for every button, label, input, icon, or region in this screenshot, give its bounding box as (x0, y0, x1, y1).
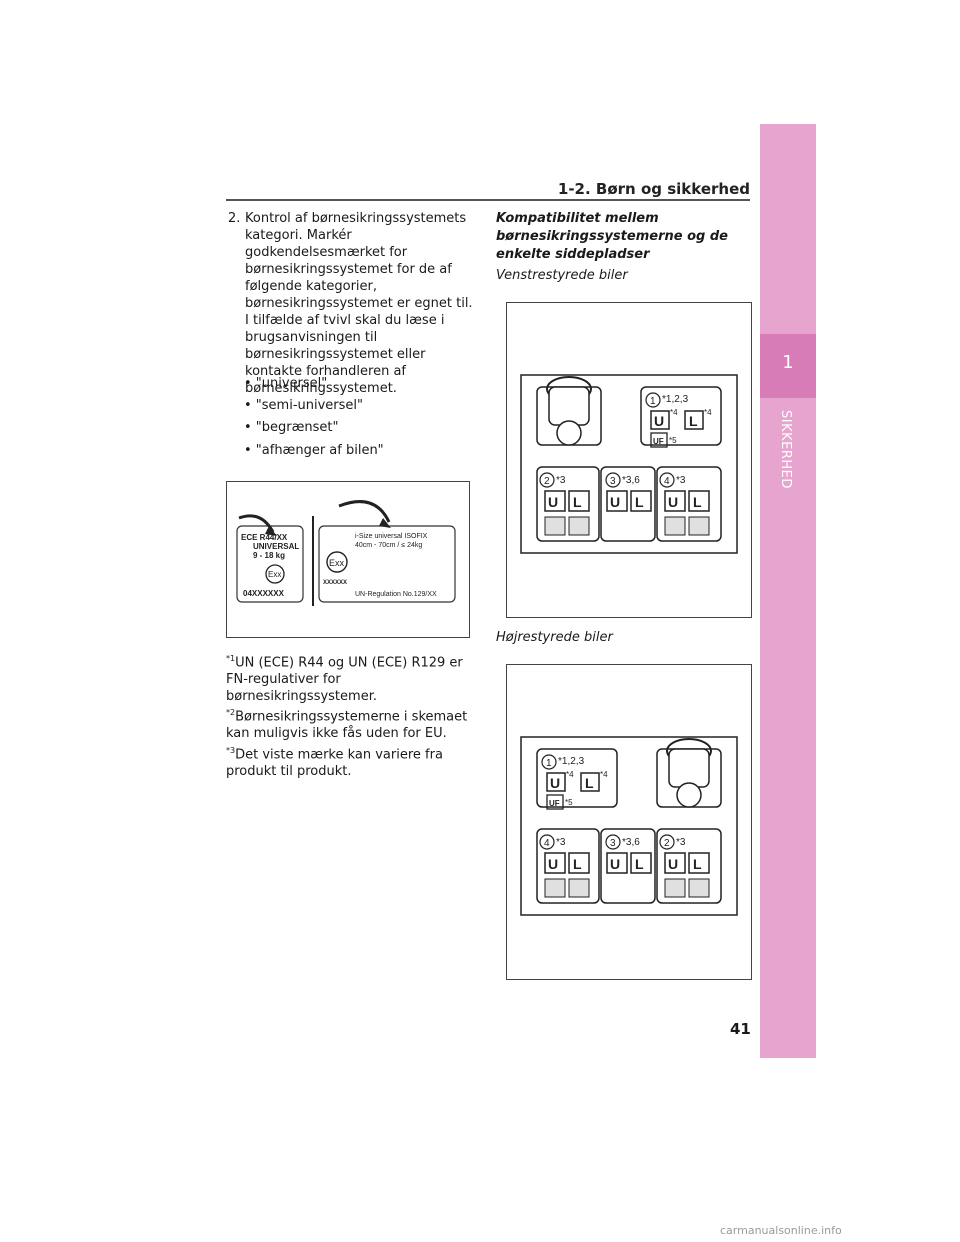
u-mark: U (548, 494, 558, 510)
seat-notes: *1,2,3 (558, 756, 585, 767)
uf-note: *5 (565, 798, 573, 807)
driver-head-icon (556, 420, 582, 446)
approval-label-figure: ECE R44/XX UNIVERSAL 9 - 18 kg Exx 04XXX… (226, 481, 470, 638)
seat-notes: *3 (556, 475, 566, 486)
uf-mark: UF (549, 799, 560, 808)
u-mark: U (668, 856, 678, 872)
chapter-number: 1 (782, 352, 794, 373)
exx-large-text: Exx (329, 558, 345, 568)
seat-diagram-lhd: 1 *1,2,3 U *4 L *4 UF *5 2 *3 U L 3 *3,6… (506, 302, 752, 618)
driver-head-icon (676, 782, 702, 808)
step-2: 2. Kontrol af børnesikringssystemets kat… (228, 210, 478, 397)
l-mark: L (573, 856, 582, 872)
seat-notes: *1,2,3 (662, 394, 689, 405)
footnote-mark: *2 (226, 708, 236, 717)
u-mark: U (610, 856, 620, 872)
bullet-afhaenger: • "afhænger af bilen" (244, 443, 384, 458)
child-seat-icon (664, 516, 686, 536)
header-rule (226, 199, 750, 201)
uf-note: *5 (669, 436, 677, 445)
compat-heading: Kompatibilitet mellem børnesikringssyste… (496, 211, 728, 262)
l-mark: L (585, 775, 594, 791)
l-mark: L (573, 494, 582, 510)
weight-text: 9 - 18 kg (253, 551, 285, 560)
seat-number: 1 (546, 758, 552, 769)
seat-number: 1 (650, 396, 656, 407)
footnote-1: *1UN (ECE) R44 og UN (ECE) R129 er FN-re… (226, 650, 476, 705)
footnote-2: *2Børnesikringssystemerne i skemaet kan … (226, 704, 476, 742)
section-title: 1-2. Børn og sikkerhed (557, 180, 750, 198)
booster-seat-icon (688, 878, 710, 898)
footnote-3: *3Det viste mærke kan variere fra produk… (226, 742, 476, 780)
u-note: *4 (566, 770, 574, 779)
u-mark: U (654, 413, 664, 429)
code1-text: 04XXXXXX (243, 589, 285, 598)
uf-mark: UF (653, 437, 664, 446)
footnote-text: Børnesikringssystemerne i skemaet kan mu… (226, 709, 468, 742)
exx-small-text: Exx (268, 570, 281, 579)
seat-diagram-rhd-svg: 1 *1,2,3 U *4 L *4 UF *5 4 *3 U L 3 *3,6… (520, 736, 738, 916)
u-mark: U (550, 775, 560, 791)
child-seat-icon (544, 516, 566, 536)
arrow-right-icon (338, 500, 391, 523)
exx-small-icon (265, 564, 285, 584)
regulation-text: UN-Regulation No.129/XX (355, 591, 437, 598)
l-mark: L (635, 856, 644, 872)
l-mark: L (689, 413, 698, 429)
seat-diagram-rhd: 1 *1,2,3 U *4 L *4 UF *5 4 *3 U L 3 *3,6… (506, 664, 752, 980)
u-mark: U (668, 494, 678, 510)
ece-text: ECE R44/XX (241, 533, 288, 542)
left-drive-heading: Venstrestyrede biler (496, 268, 628, 283)
footnote-mark: *3 (226, 746, 236, 755)
seat-notes: *3 (676, 475, 686, 486)
footnote-text: UN (ECE) R44 og UN (ECE) R129 er FN-regu… (226, 655, 463, 705)
seat-number: 2 (664, 838, 670, 849)
chapter-tab (760, 124, 816, 1058)
booster-seat-icon (568, 878, 590, 898)
seat-number: 3 (610, 838, 616, 849)
u-note: *4 (670, 408, 678, 417)
chapter-label: SIKKERHED (778, 410, 793, 489)
watermark: carmanualsonline.info (720, 1224, 842, 1237)
l-mark: L (635, 494, 644, 510)
step-text: Kontrol af børnesikringssystemets katego… (245, 211, 473, 396)
booster-seat-icon (688, 516, 710, 536)
universal-text: UNIVERSAL (253, 542, 299, 551)
bullet-begraenset: • "begrænset" (244, 420, 339, 435)
code2-text: XXXXXX (323, 580, 347, 586)
child-seat-icon (544, 878, 566, 898)
seat-diagram-lhd-svg: 1 *1,2,3 U *4 L *4 UF *5 2 *3 U L 3 *3,6… (520, 374, 738, 554)
seat-notes: *3 (676, 837, 686, 848)
u-mark: U (610, 494, 620, 510)
page-number: 41 (730, 1020, 751, 1038)
range-text: 40cm - 70cm / ≤ 24kg (355, 542, 422, 549)
l-mark: L (693, 494, 702, 510)
footnote-mark: *1 (226, 654, 236, 663)
bullet-universel: • "universel" (244, 376, 328, 391)
seat-number: 4 (544, 838, 550, 849)
step-number: 2. (228, 211, 241, 226)
approval-label-svg: ECE R44/XX UNIVERSAL 9 - 18 kg Exx 04XXX… (236, 500, 456, 606)
booster-seat-icon (568, 516, 590, 536)
seat-notes: *3 (556, 837, 566, 848)
chapter-number-block (760, 334, 816, 398)
child-seat-icon (664, 878, 686, 898)
seat-number: 4 (664, 476, 670, 487)
l-note: *4 (704, 408, 712, 417)
isize-text: i-Size universal ISOFIX (355, 533, 428, 540)
seat-notes: *3,6 (622, 475, 640, 486)
seat-notes: *3,6 (622, 837, 640, 848)
u-mark: U (548, 856, 558, 872)
seat-number-circle (645, 392, 661, 408)
bullet-semi-universel: • "semi-universel" (244, 398, 364, 413)
seat-number: 3 (610, 476, 616, 487)
exx-large-icon (326, 551, 348, 573)
footnote-text: Det viste mærke kan variere fra produkt … (226, 747, 443, 780)
seat-number: 2 (544, 476, 550, 487)
l-note: *4 (600, 770, 608, 779)
right-drive-heading: Højrestyrede biler (496, 630, 613, 645)
l-mark: L (693, 856, 702, 872)
